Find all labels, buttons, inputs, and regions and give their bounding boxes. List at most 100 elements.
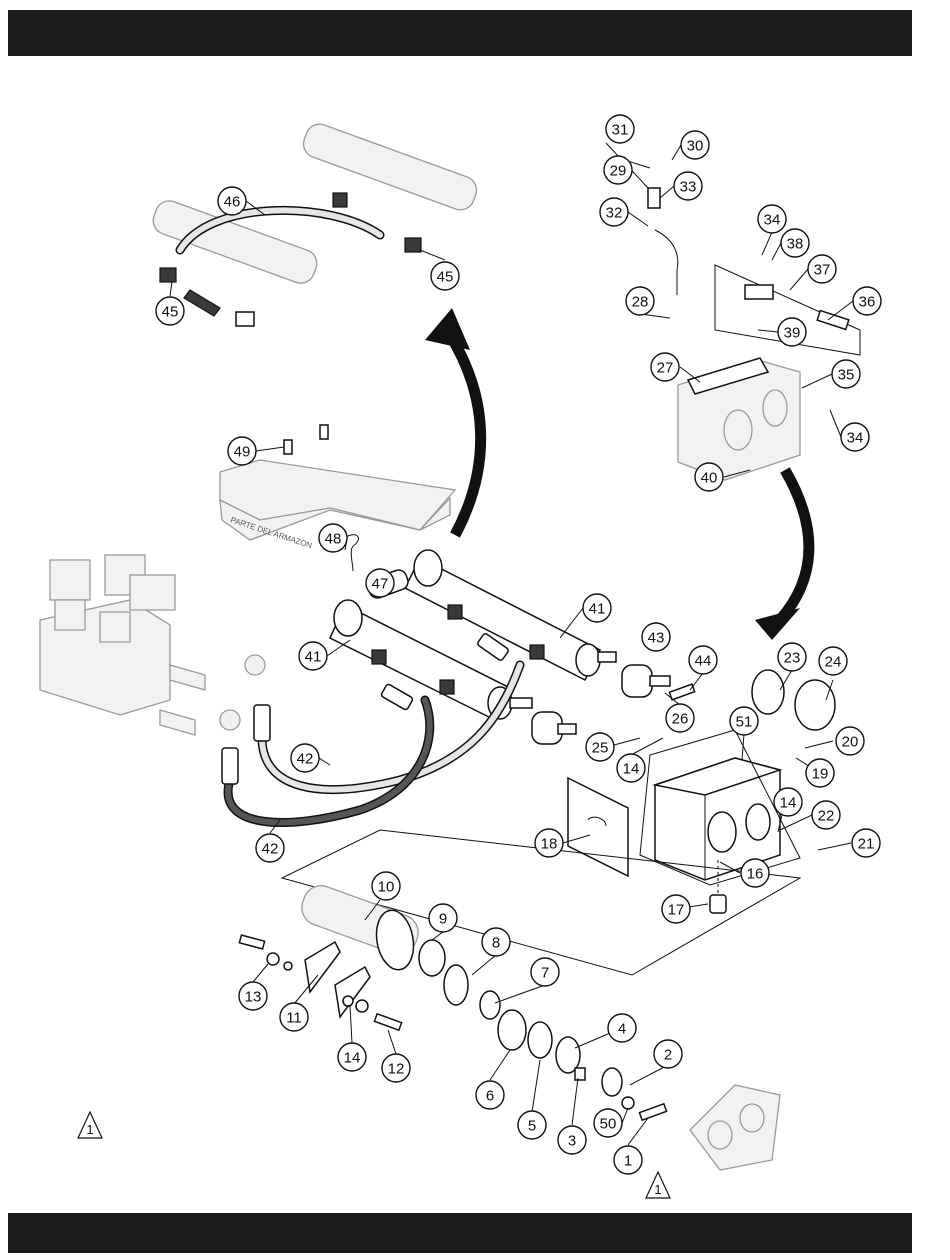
callout-number: 9 <box>439 911 447 928</box>
leader-line <box>490 1050 510 1080</box>
callout-50: 50 <box>594 1109 622 1137</box>
callout-42: 42 <box>256 834 284 862</box>
note-triangle-label: 1 <box>86 1122 93 1137</box>
callout-20: 20 <box>836 727 864 755</box>
leader-line <box>628 212 648 226</box>
callout-32: 32 <box>600 198 628 226</box>
leader-line <box>256 447 284 451</box>
leader-line <box>660 186 674 198</box>
callout-27: 27 <box>651 353 679 381</box>
seal-24 <box>795 680 835 730</box>
leader-line <box>472 955 496 975</box>
leader-line <box>628 1118 648 1145</box>
callout-number: 22 <box>818 808 835 825</box>
callout-number: 2 <box>664 1047 672 1064</box>
callout-number: 42 <box>262 841 279 858</box>
callout-24: 24 <box>819 647 847 675</box>
leader-line <box>350 1006 352 1043</box>
leader-line <box>805 741 833 748</box>
callout-2: 2 <box>654 1040 682 1068</box>
leader-line <box>532 1060 540 1112</box>
callout-number: 27 <box>657 360 674 377</box>
callout-number: 33 <box>680 179 697 196</box>
bolt-49-pins <box>284 425 328 454</box>
callout-number: 41 <box>589 601 606 618</box>
callout-number: 34 <box>764 212 781 229</box>
callout-13: 13 <box>239 982 267 1010</box>
callout-3: 3 <box>558 1126 586 1154</box>
callout-number: 4 <box>618 1021 626 1038</box>
leader-line <box>830 410 841 437</box>
callout-number: 25 <box>592 740 609 757</box>
callout-number: 43 <box>648 630 665 647</box>
leader-line <box>294 975 318 1004</box>
callout-number: 7 <box>541 965 549 982</box>
callout-1: 1 <box>614 1146 642 1174</box>
callout-number: 35 <box>838 367 855 384</box>
callout-number: 10 <box>378 879 395 896</box>
callout-18: 18 <box>535 829 563 857</box>
callout-5: 5 <box>518 1111 546 1139</box>
callout-30: 30 <box>681 131 709 159</box>
callout-number: 51 <box>736 714 753 731</box>
callout-33: 33 <box>674 172 702 200</box>
callout-28: 28 <box>626 287 654 315</box>
callout-number: 6 <box>486 1088 494 1105</box>
callout-number: 24 <box>825 654 842 671</box>
callout-number: 19 <box>812 766 829 783</box>
callout-4: 4 <box>608 1014 636 1042</box>
leader-line <box>432 932 443 940</box>
callout-46: 46 <box>218 187 246 215</box>
note-triangle-left: 1 <box>78 1112 102 1138</box>
callout-23: 23 <box>778 643 806 671</box>
leader-line <box>560 608 583 638</box>
callout-number: 45 <box>437 269 454 286</box>
callout-45: 45 <box>156 297 184 325</box>
callout-number: 49 <box>234 444 251 461</box>
ghost-valve-block <box>40 555 265 735</box>
callout-21: 21 <box>852 829 880 857</box>
leader-line <box>758 330 778 332</box>
callout-34: 34 <box>758 205 786 233</box>
exploded-pump-parts <box>239 935 780 1170</box>
callout-number: 45 <box>162 304 179 321</box>
ghost-cylinder-assembly <box>149 120 480 326</box>
callout-number: 17 <box>668 902 685 919</box>
callout-number: 8 <box>492 935 500 952</box>
callout-8: 8 <box>482 928 510 956</box>
callout-number: 11 <box>286 1010 302 1027</box>
callout-38: 38 <box>781 229 809 257</box>
callout-number: 5 <box>528 1118 536 1135</box>
callout-number: 42 <box>297 751 314 768</box>
callout-number: 39 <box>784 325 801 342</box>
callout-number: 29 <box>610 163 627 180</box>
callout-42: 42 <box>291 744 319 772</box>
callout-number: 38 <box>787 236 804 253</box>
callout-12: 12 <box>382 1054 410 1082</box>
note-triangle-bottom: 1 <box>646 1172 670 1198</box>
leader-line <box>388 1030 396 1054</box>
callout-22: 22 <box>812 801 840 829</box>
callout-43: 43 <box>642 623 670 651</box>
leader-line <box>802 374 832 388</box>
callout-number: 12 <box>388 1061 405 1078</box>
callout-number: 34 <box>847 430 864 447</box>
callout-47: 47 <box>366 569 394 597</box>
callout-36: 36 <box>853 287 881 315</box>
leader-line <box>614 738 640 745</box>
callout-39: 39 <box>778 318 806 346</box>
callout-26: 26 <box>666 704 694 732</box>
leader-line <box>630 1065 668 1085</box>
cover-plate-18 <box>568 778 628 876</box>
callout-40: 40 <box>695 463 723 491</box>
leader-line <box>572 1078 578 1125</box>
callout-41: 41 <box>299 642 327 670</box>
callout-number: 32 <box>606 205 623 222</box>
callout-number: 14 <box>623 761 640 778</box>
callout-29: 29 <box>604 156 632 184</box>
leader-line <box>672 145 681 160</box>
hose-fitting-32 <box>648 188 678 295</box>
seal-23 <box>752 670 784 714</box>
callout-49: 49 <box>228 437 256 465</box>
leader-line <box>818 843 851 850</box>
